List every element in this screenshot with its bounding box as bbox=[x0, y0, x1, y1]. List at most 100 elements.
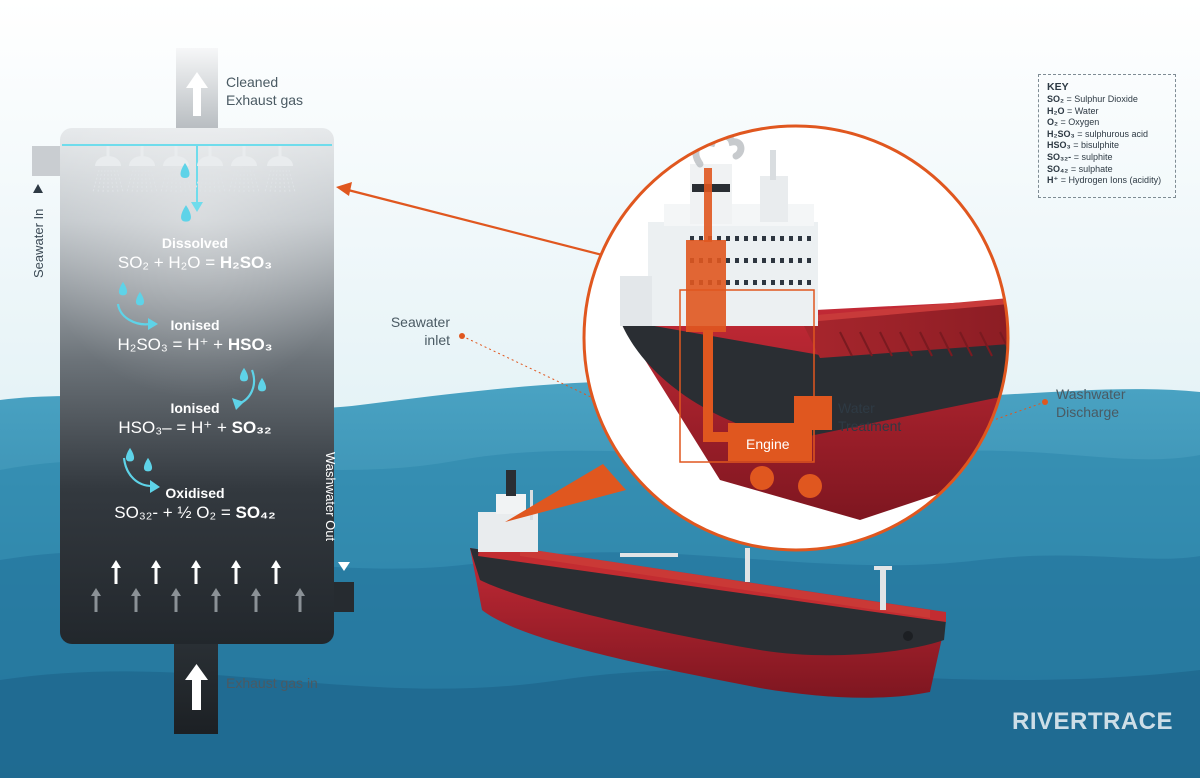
water-drop-icon bbox=[118, 281, 128, 296]
nozzle-stem bbox=[242, 146, 246, 158]
key-meaning: = Sulphur Dioxide bbox=[1066, 94, 1138, 104]
key-symbol: SO₃₂- bbox=[1047, 151, 1072, 162]
nozzle-stem bbox=[106, 146, 110, 158]
arrow-shaft bbox=[134, 594, 138, 612]
window bbox=[798, 258, 802, 263]
deck-railing bbox=[899, 331, 913, 357]
seawater-inlet-port bbox=[750, 466, 774, 490]
spray-nozzle-icon bbox=[126, 146, 158, 193]
arrow-shaft bbox=[194, 566, 198, 584]
window bbox=[726, 258, 730, 263]
window bbox=[807, 236, 811, 241]
nozzle-head bbox=[267, 156, 293, 166]
window bbox=[798, 236, 802, 241]
water-treatment-label: Water Treatment bbox=[838, 399, 901, 435]
reaction-title: Oxidised bbox=[165, 485, 225, 501]
key-meaning: = sulphurous acid bbox=[1077, 128, 1148, 139]
washwater-discharge-line2: Discharge bbox=[1056, 404, 1120, 420]
arrow-head bbox=[171, 588, 181, 596]
nozzle-head bbox=[231, 156, 257, 166]
key-symbol: H⁺ bbox=[1047, 175, 1059, 186]
key-item: SO₄₂ = sulphate bbox=[1047, 164, 1167, 176]
deck-railing bbox=[919, 331, 933, 357]
spray-nozzle-icon bbox=[194, 146, 226, 193]
up-arrow-icon bbox=[295, 588, 305, 612]
washwater-out-arrow-icon bbox=[338, 562, 350, 571]
arrow-shaft bbox=[298, 594, 302, 612]
magnified-ship bbox=[620, 131, 1008, 520]
reaction-title: Dissolved bbox=[161, 235, 229, 251]
window bbox=[735, 236, 739, 241]
water-treatment-line2: Treatment bbox=[838, 418, 902, 434]
cleaned-exhaust-line1: Cleaned bbox=[226, 74, 279, 90]
sea-wave bbox=[0, 670, 1200, 778]
key-item: H₂SO₃ = sulphurous acid bbox=[1047, 129, 1167, 141]
window bbox=[780, 280, 784, 285]
window bbox=[807, 280, 811, 285]
up-arrow-icon bbox=[91, 588, 101, 612]
arrow-head bbox=[91, 588, 101, 596]
up-arrow-icon bbox=[251, 588, 261, 612]
curved-arrow-icon bbox=[122, 457, 153, 488]
reaction-ionised-1: Ionised H₂SO₃ = H⁺ + HSO₃ bbox=[60, 316, 330, 356]
reaction-title: Ionised bbox=[170, 317, 220, 333]
water-drop-icon bbox=[180, 163, 190, 178]
up-arrow-icon bbox=[186, 72, 208, 116]
key-item: SO₂ = Sulphur Dioxide bbox=[1047, 94, 1167, 106]
key-symbol: HSO₃ bbox=[1047, 140, 1071, 151]
key-item: SO₃₂- = sulphite bbox=[1047, 152, 1167, 164]
window bbox=[744, 236, 748, 241]
up-arrow-icon bbox=[171, 588, 181, 612]
reaction-equation: SO₃₂- + ½ O₂ = SO₄₂ bbox=[114, 503, 276, 522]
tower-fog bbox=[60, 128, 334, 428]
water-drop-icon bbox=[181, 205, 191, 222]
washwater-outlet-stub bbox=[332, 582, 354, 612]
key-meaning: = Hydrogen Ions (acidity) bbox=[1060, 175, 1162, 186]
window bbox=[753, 236, 757, 241]
magnifier-circle-rim bbox=[582, 124, 1010, 552]
brand-logo: RIVERTRACE bbox=[1012, 708, 1174, 735]
reaction-product: SO₃₂ bbox=[231, 418, 272, 437]
window bbox=[726, 236, 730, 241]
deck-railing bbox=[839, 331, 853, 357]
arrow-shaft bbox=[114, 566, 118, 584]
seawater-inlet-line2: inlet bbox=[424, 332, 450, 348]
seawater-inlet-line1: Seawater bbox=[390, 314, 450, 330]
key-symbol: H₂SO₃ bbox=[1047, 128, 1075, 139]
nozzle-head bbox=[163, 156, 189, 166]
seawater-in-label: Seawater In bbox=[31, 208, 46, 278]
nozzle-head bbox=[197, 156, 223, 166]
water-drop-icon bbox=[125, 447, 135, 462]
water-drop-icon bbox=[135, 291, 145, 306]
magnifier-pointer-arrowhead bbox=[336, 182, 352, 196]
water-drops bbox=[118, 163, 267, 472]
key-meaning: = Water bbox=[1067, 105, 1099, 116]
window bbox=[771, 280, 775, 285]
deck-railing bbox=[879, 331, 893, 357]
nozzle-stem bbox=[174, 146, 178, 158]
spray-nozzles bbox=[92, 146, 296, 193]
arrow-shaft bbox=[274, 566, 278, 584]
window bbox=[789, 280, 793, 285]
key-item: O₂ = Oxygen bbox=[1047, 117, 1167, 129]
deck-railing bbox=[999, 331, 1008, 357]
arrow-head bbox=[191, 560, 201, 568]
arrow-head bbox=[231, 560, 241, 568]
spray-nozzle-icon bbox=[92, 146, 124, 193]
spray-nozzle-icon bbox=[160, 146, 192, 193]
water-treatment-box bbox=[794, 396, 832, 430]
arrow-head bbox=[251, 588, 261, 596]
reaction-product: HSO₃ bbox=[227, 335, 273, 354]
nozzle-stem bbox=[278, 146, 282, 158]
arrow-shaft bbox=[94, 594, 98, 612]
key-item: H⁺ = Hydrogen Ions (acidity) bbox=[1047, 175, 1167, 187]
water-drop-icon bbox=[257, 377, 267, 392]
arrow-shaft bbox=[214, 594, 218, 612]
key-symbol: SO₄₂ bbox=[1047, 163, 1069, 174]
window bbox=[789, 258, 793, 263]
key-item: HSO₃ = bisulphite bbox=[1047, 140, 1167, 152]
window bbox=[753, 258, 757, 263]
reaction-flow-arrows bbox=[116, 303, 256, 493]
spray-nozzle-icon bbox=[264, 146, 296, 193]
seawater-in-arrow-icon bbox=[33, 184, 43, 193]
